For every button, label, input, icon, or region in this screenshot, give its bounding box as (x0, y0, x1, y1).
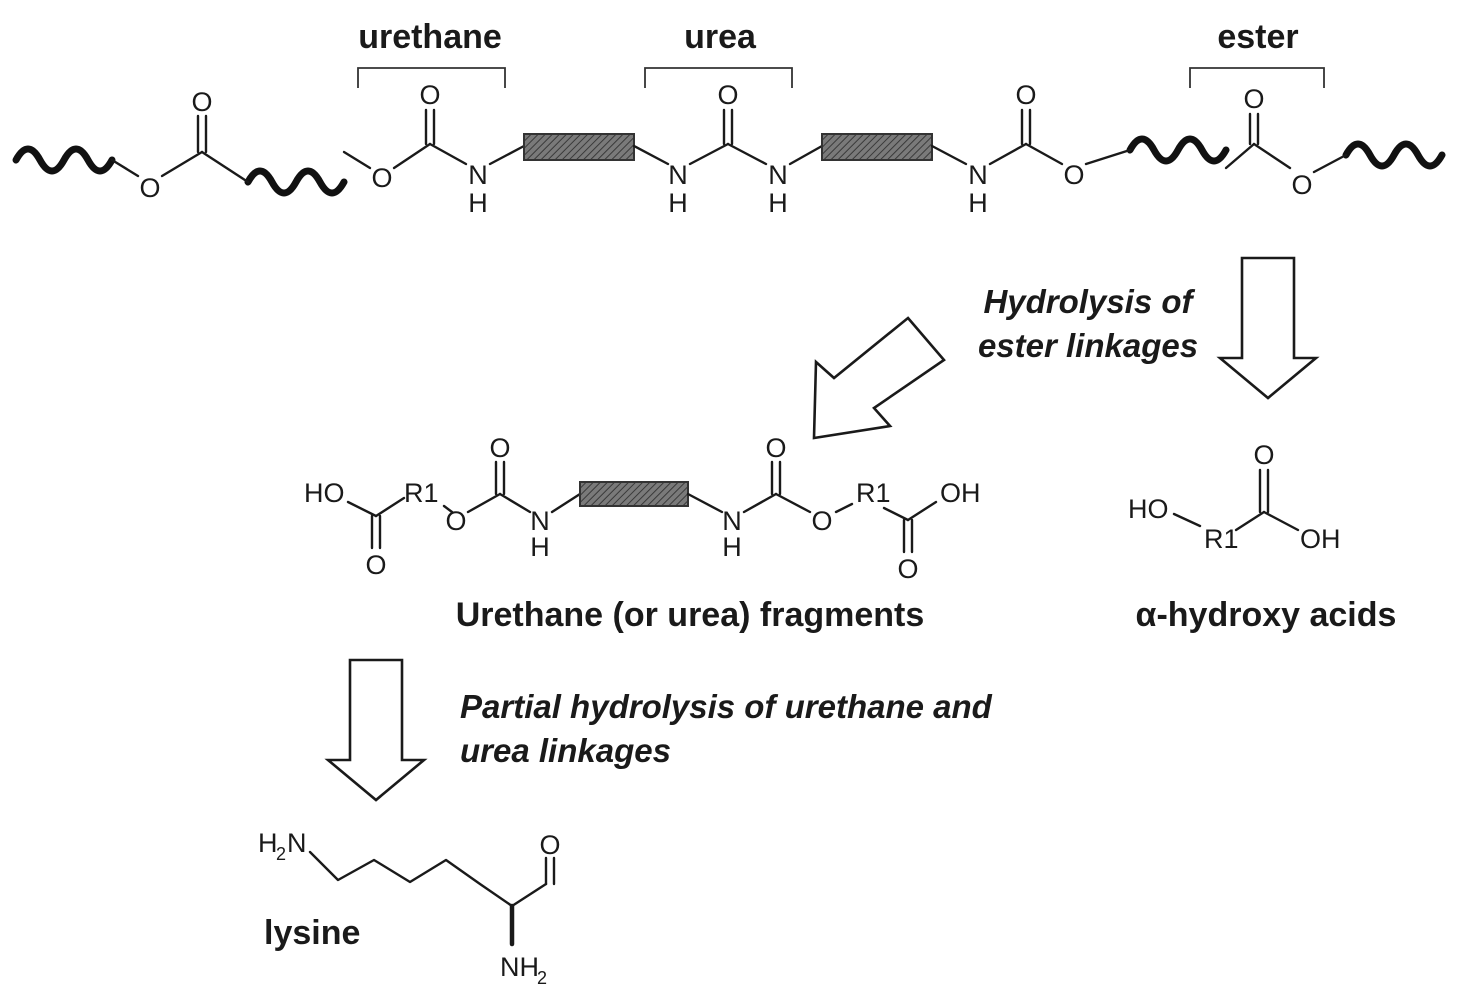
hard-segment-block (821, 133, 933, 161)
atom-oh: OH (940, 478, 981, 508)
atom-oh: OH (1300, 524, 1341, 554)
atom-n: N (468, 160, 488, 190)
urethane-label: urethane (358, 18, 502, 56)
urea-label: urea (684, 18, 757, 56)
atom-o: O (445, 506, 466, 536)
atom-o: O (1015, 80, 1036, 110)
atom-o: O (765, 433, 786, 463)
atom-h: H (530, 532, 550, 562)
urethane-fragment-structure: HO O R1 O O N H N H O O R1 O OH (304, 433, 981, 584)
atom-o: O (419, 80, 440, 110)
atom-o: O (717, 80, 738, 110)
ester-label: ester (1217, 18, 1298, 56)
atom-r1: R1 (404, 478, 439, 508)
hydroxy-acids-label: α-hydroxy acids (1136, 596, 1397, 634)
atom-o: O (191, 87, 212, 117)
atom-o: O (1291, 170, 1312, 200)
partial-hydrolysis-label: urea linkages (460, 732, 671, 769)
atom-o: O (489, 433, 510, 463)
polymer-chain: urethane urea ester O O O O N H N (12, 18, 1446, 218)
soft-segment-wiggle-3 (1126, 135, 1230, 165)
atom-ho: HO (1128, 494, 1169, 524)
down-arrow-hydroxy-acids (1216, 256, 1320, 400)
soft-segment-wiggle-1 (12, 145, 116, 175)
hard-segment-block (523, 133, 635, 161)
urethane-bracket (357, 67, 506, 88)
atom-n: N (287, 828, 307, 858)
ester-hydrolysis-label: Hydrolysis of (983, 283, 1195, 320)
lysine-carbon-chain (308, 850, 514, 908)
atom-n: N (530, 506, 550, 536)
atom-h: H (668, 188, 688, 218)
hydroxy-acid-structure: HO R1 O OH (1128, 440, 1341, 554)
atom-n: N (768, 160, 788, 190)
atom-r1: R1 (1204, 524, 1239, 554)
atom-o: O (139, 173, 160, 203)
atom-h: H (722, 532, 742, 562)
atom-h: H (468, 188, 488, 218)
down-arrow-lysine (324, 658, 428, 802)
subscript-2: 2 (276, 844, 286, 864)
atom-o: O (1063, 160, 1084, 190)
atom-o: O (371, 163, 392, 193)
diagonal-arrow-fragments (812, 316, 946, 440)
ester-hydrolysis-label: ester linkages (978, 327, 1198, 364)
atom-o: O (1253, 440, 1274, 470)
lysine-label: lysine (264, 914, 360, 952)
atom-h: H (768, 188, 788, 218)
atom-r1: R1 (856, 478, 891, 508)
atom-n: N (722, 506, 742, 536)
atom-h: H (968, 188, 988, 218)
ester-bracket (1189, 67, 1325, 88)
urea-bracket (644, 67, 793, 88)
atom-o: O (539, 830, 560, 860)
atom-o: O (811, 506, 832, 536)
atom-h: H (258, 828, 278, 858)
fragments-label: Urethane (or urea) fragments (456, 596, 925, 634)
atom-o: O (365, 550, 386, 580)
soft-segment-wiggle-2 (244, 167, 348, 197)
soft-segment-wiggle-4 (1342, 140, 1446, 170)
lysine-structure: H 2 N O NH 2 (258, 828, 561, 988)
hard-segment-block (579, 481, 689, 507)
atom-ho: HO (304, 478, 345, 508)
atom-nh: NH (500, 952, 539, 982)
atom-n: N (668, 160, 688, 190)
subscript-2: 2 (537, 968, 547, 988)
atom-n: N (968, 160, 988, 190)
partial-hydrolysis-label: Partial hydrolysis of urethane and (460, 688, 993, 725)
atom-o: O (897, 554, 918, 584)
atom-o: O (1243, 84, 1264, 114)
